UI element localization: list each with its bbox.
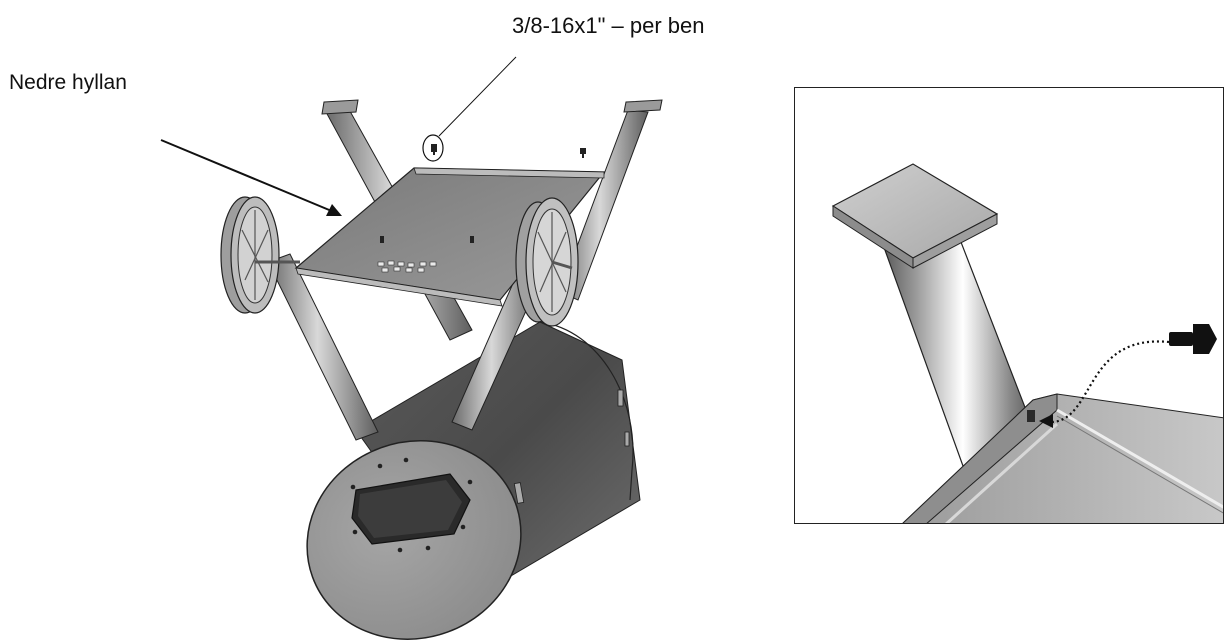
back-right-leg	[559, 99, 663, 301]
front-left-leg	[267, 253, 379, 441]
bolt-callout-circle	[422, 134, 444, 162]
right-wheel	[515, 197, 579, 327]
bolt-icon	[1169, 324, 1217, 354]
detail-illustration	[831, 163, 1223, 523]
dotted-path	[1052, 340, 1170, 424]
detail-leg	[831, 163, 1034, 467]
shelf-pointer-arrow	[160, 139, 342, 216]
bolt-spec-label: 3/8-16x1" – per ben	[512, 13, 705, 38]
lower-shelf-label: Nedre hyllan	[9, 71, 127, 94]
bolt-icon	[580, 148, 586, 158]
drum-end-cap	[306, 440, 522, 640]
bolt-icon	[431, 144, 437, 155]
detail-inset	[794, 87, 1224, 524]
lower-shelf	[294, 167, 606, 307]
bolt-leader-line	[438, 56, 517, 137]
detail-shelf-corner	[902, 393, 1223, 523]
path-arrowhead	[1039, 414, 1053, 428]
bolt-hole	[1027, 410, 1035, 422]
left-wheel	[220, 196, 300, 314]
